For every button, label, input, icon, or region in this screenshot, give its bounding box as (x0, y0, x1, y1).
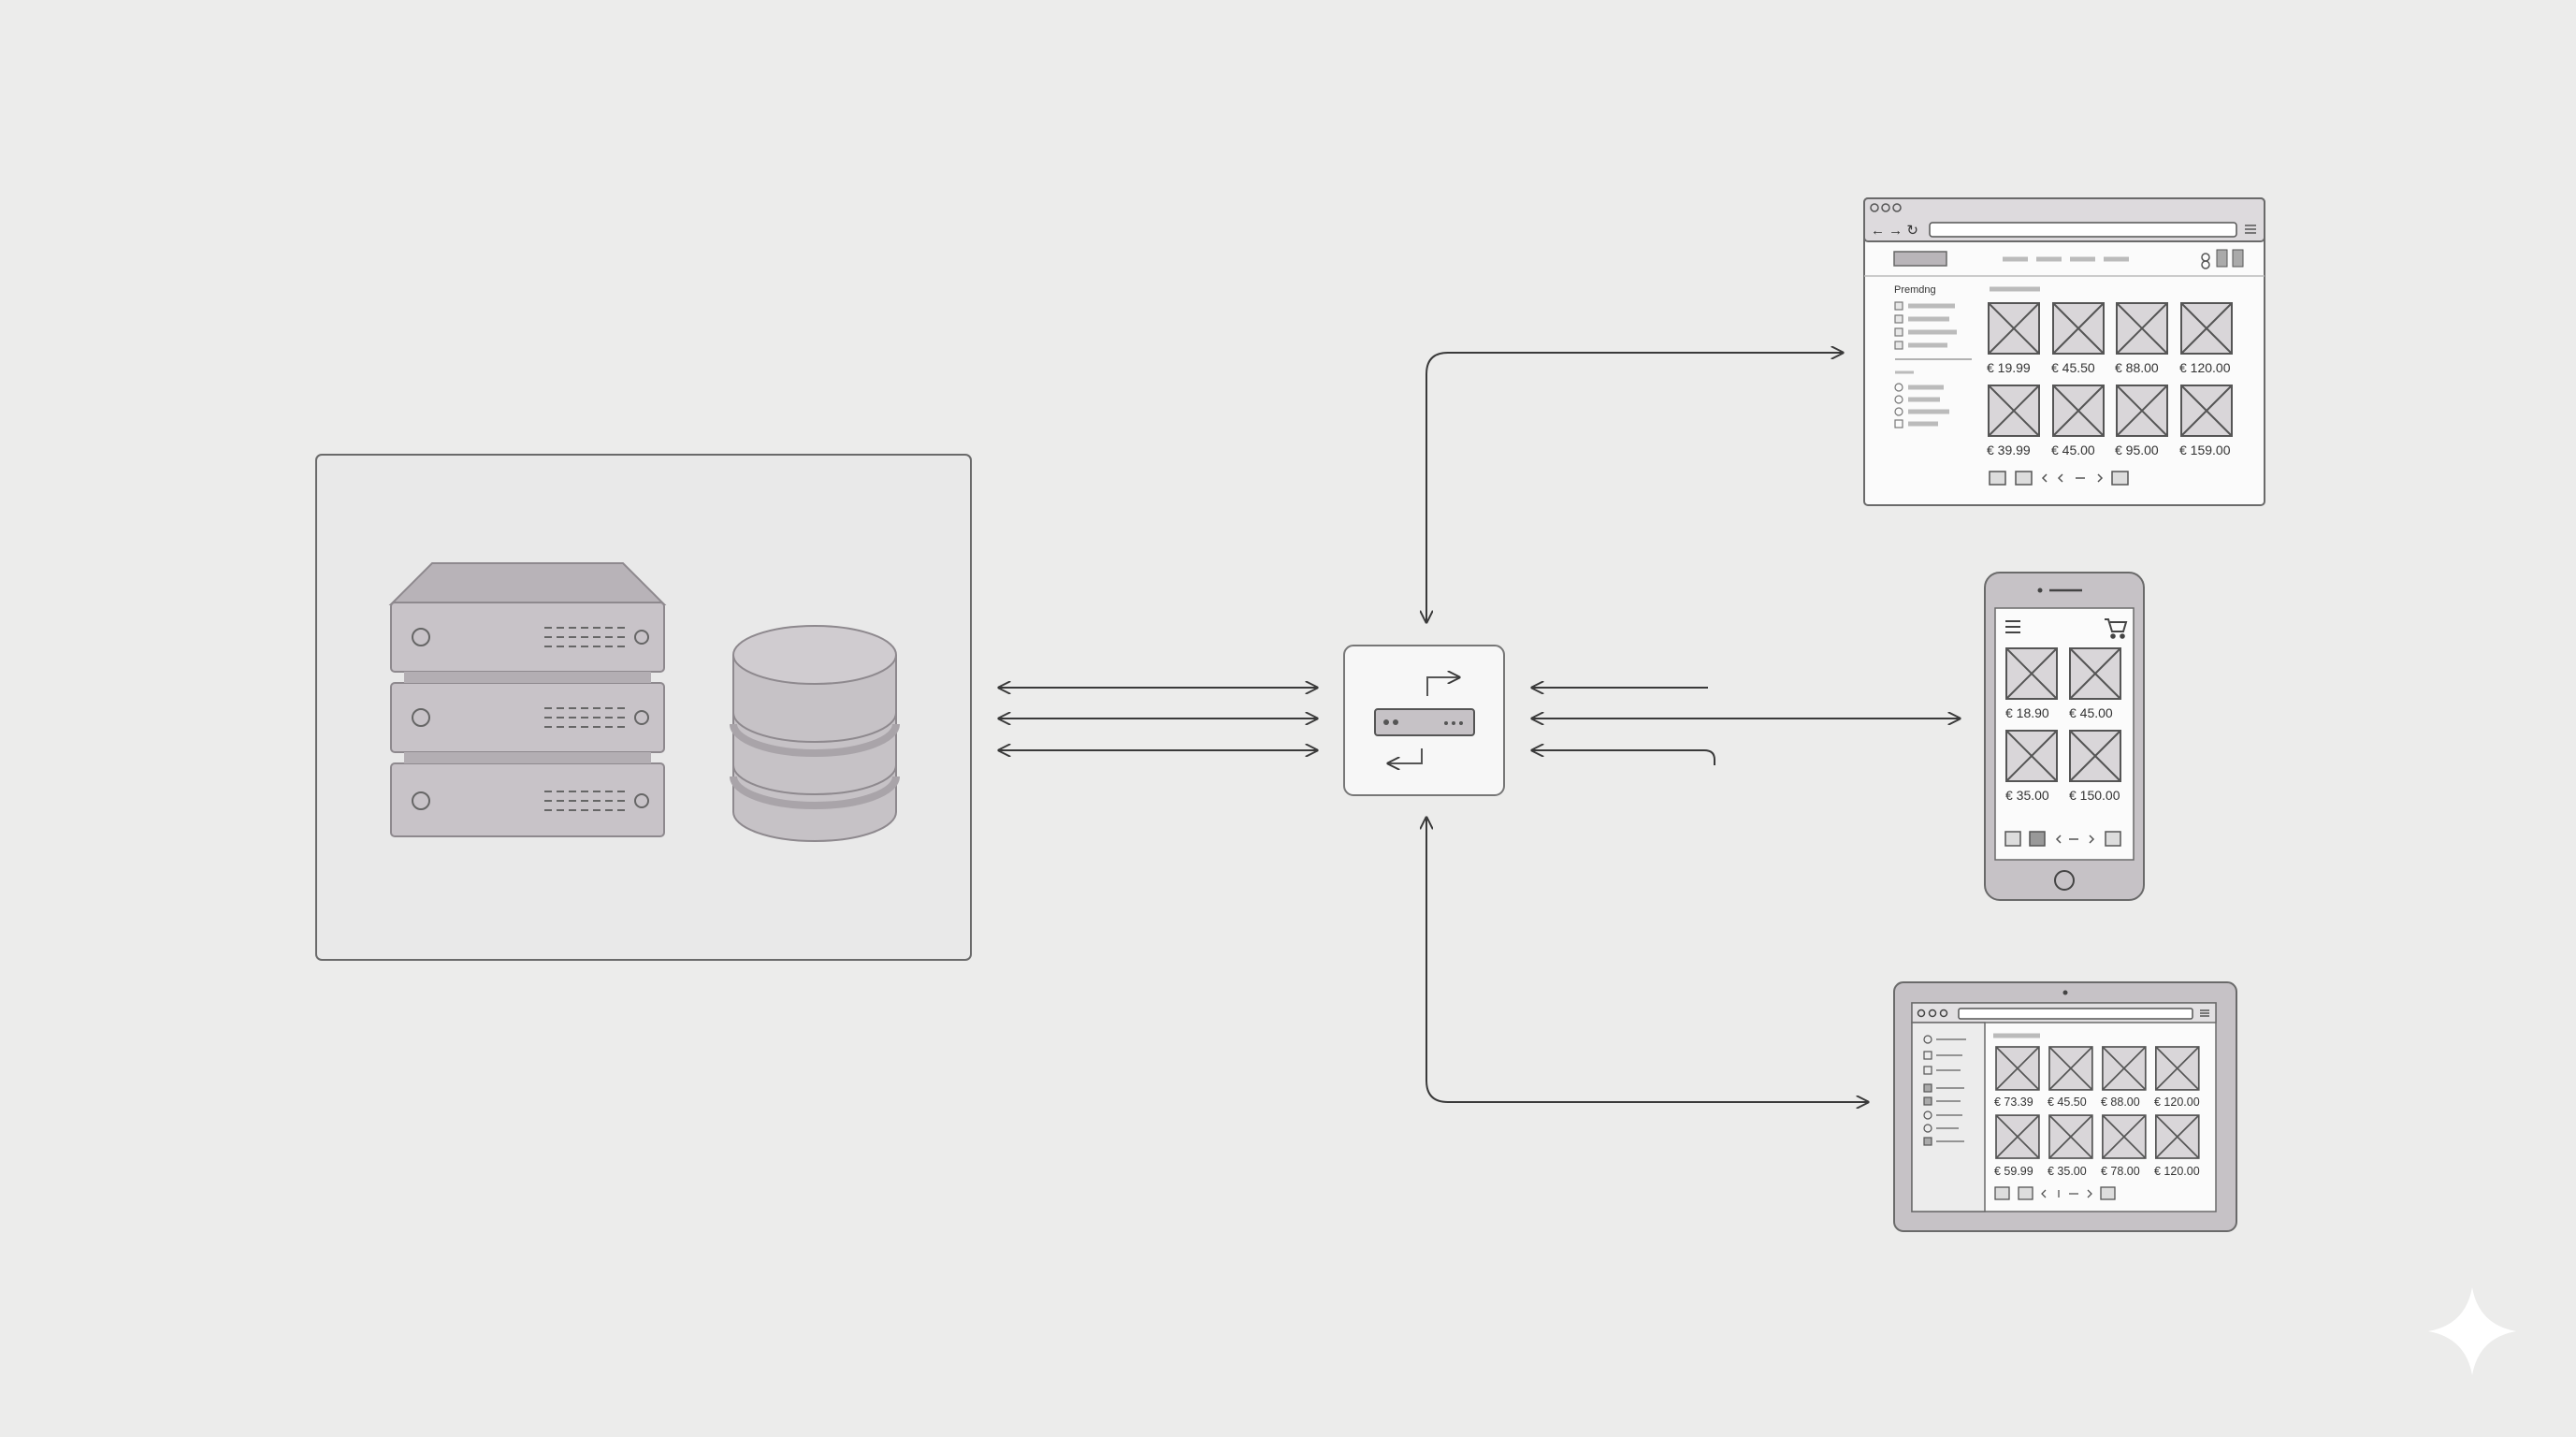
product-thumbnail[interactable] (2048, 1114, 2093, 1159)
product-price: € 88.00 (2115, 360, 2159, 375)
product-thumbnail[interactable] (2180, 302, 2233, 355)
product-price: € 35.00 (2005, 788, 2049, 803)
router-to-tablet-arrow (1426, 818, 1868, 1102)
product-thumbnail[interactable] (2052, 302, 2105, 355)
product-price: € 95.00 (2115, 443, 2159, 457)
product-price: € 45.50 (2048, 1096, 2087, 1109)
router-to-desktop-arrow (1426, 353, 1843, 622)
desktop-browser-window: ← → ↻ Premdng € 19.99 € (1863, 197, 2265, 506)
product-thumbnail[interactable] (2102, 1046, 2147, 1091)
product-thumbnail[interactable] (2102, 1114, 2147, 1159)
database-icon (730, 625, 900, 842)
cart-icon[interactable] (2105, 618, 2128, 639)
product-price: € 120.00 (2179, 360, 2231, 375)
product-price: € 78.00 (2101, 1165, 2140, 1178)
pagination[interactable] (1994, 1186, 2116, 1200)
mobile-phone-device: € 18.90 € 45.00 € 35.00 € 150.00 (1984, 572, 2145, 901)
product-price: € 120.00 (2154, 1096, 2200, 1109)
product-thumbnail[interactable] (1995, 1114, 2040, 1159)
address-bar[interactable] (1929, 222, 2237, 238)
product-thumbnail[interactable] (2069, 730, 2121, 782)
product-thumbnail[interactable] (2048, 1046, 2093, 1091)
product-thumbnail[interactable] (2180, 385, 2233, 437)
product-price: € 59.99 (1994, 1165, 2033, 1178)
tablet-device: € 73.39 € 45.50 € 88.00 € 120.00 € 59.99… (1893, 981, 2237, 1232)
product-thumbnail[interactable] (2116, 302, 2168, 355)
product-price: € 35.00 (2048, 1165, 2087, 1178)
sidebar-heading: Premdng (1894, 284, 1936, 296)
tablet-sidebar (1911, 1022, 1986, 1212)
product-grid: € 19.99 € 45.50 € 88.00 € 120.00 € 39.99… (1987, 302, 2233, 457)
product-price: € 45.00 (2069, 705, 2113, 720)
server-rack-icon (388, 562, 667, 837)
product-thumbnail[interactable] (2155, 1046, 2200, 1091)
pagination[interactable] (1989, 471, 2129, 486)
router-node (1343, 645, 1505, 796)
product-price: € 39.99 (1987, 443, 2031, 457)
product-price: € 18.90 (2005, 705, 2049, 720)
product-price: € 150.00 (2069, 788, 2120, 803)
product-thumbnail[interactable] (2116, 385, 2168, 437)
address-bar[interactable] (1958, 1008, 2193, 1020)
backend-router-arrows (999, 688, 1317, 750)
home-button[interactable] (2054, 870, 2075, 891)
menu-icon[interactable] (2245, 225, 2256, 234)
product-price: € 88.00 (2101, 1096, 2140, 1109)
product-price: € 45.50 (2051, 360, 2095, 375)
product-price: € 73.39 (1994, 1096, 2033, 1109)
router-to-phone-arrows (1532, 688, 1960, 765)
product-thumbnail[interactable] (2052, 385, 2105, 437)
hamburger-menu-icon[interactable] (2005, 620, 2020, 633)
menu-icon[interactable] (2200, 1009, 2209, 1017)
product-thumbnail[interactable] (1988, 302, 2040, 355)
product-thumbnail[interactable] (1988, 385, 2040, 437)
product-thumbnail[interactable] (1995, 1046, 2040, 1091)
nav-arrows-icon[interactable]: ← → ↻ (1871, 223, 1918, 239)
product-thumbnail[interactable] (2005, 647, 2058, 700)
product-price: € 159.00 (2179, 443, 2231, 457)
product-thumbnail[interactable] (2069, 647, 2121, 700)
product-price: € 120.00 (2154, 1165, 2200, 1178)
sparkle-icon (2428, 1287, 2516, 1375)
site-logo (1893, 251, 1947, 267)
product-thumbnail[interactable] (2155, 1114, 2200, 1159)
pagination[interactable] (2004, 831, 2121, 847)
product-price: € 45.00 (2051, 443, 2095, 457)
product-thumbnail[interactable] (2005, 730, 2058, 782)
product-price: € 19.99 (1987, 360, 2031, 375)
router-icon (1374, 677, 1475, 763)
